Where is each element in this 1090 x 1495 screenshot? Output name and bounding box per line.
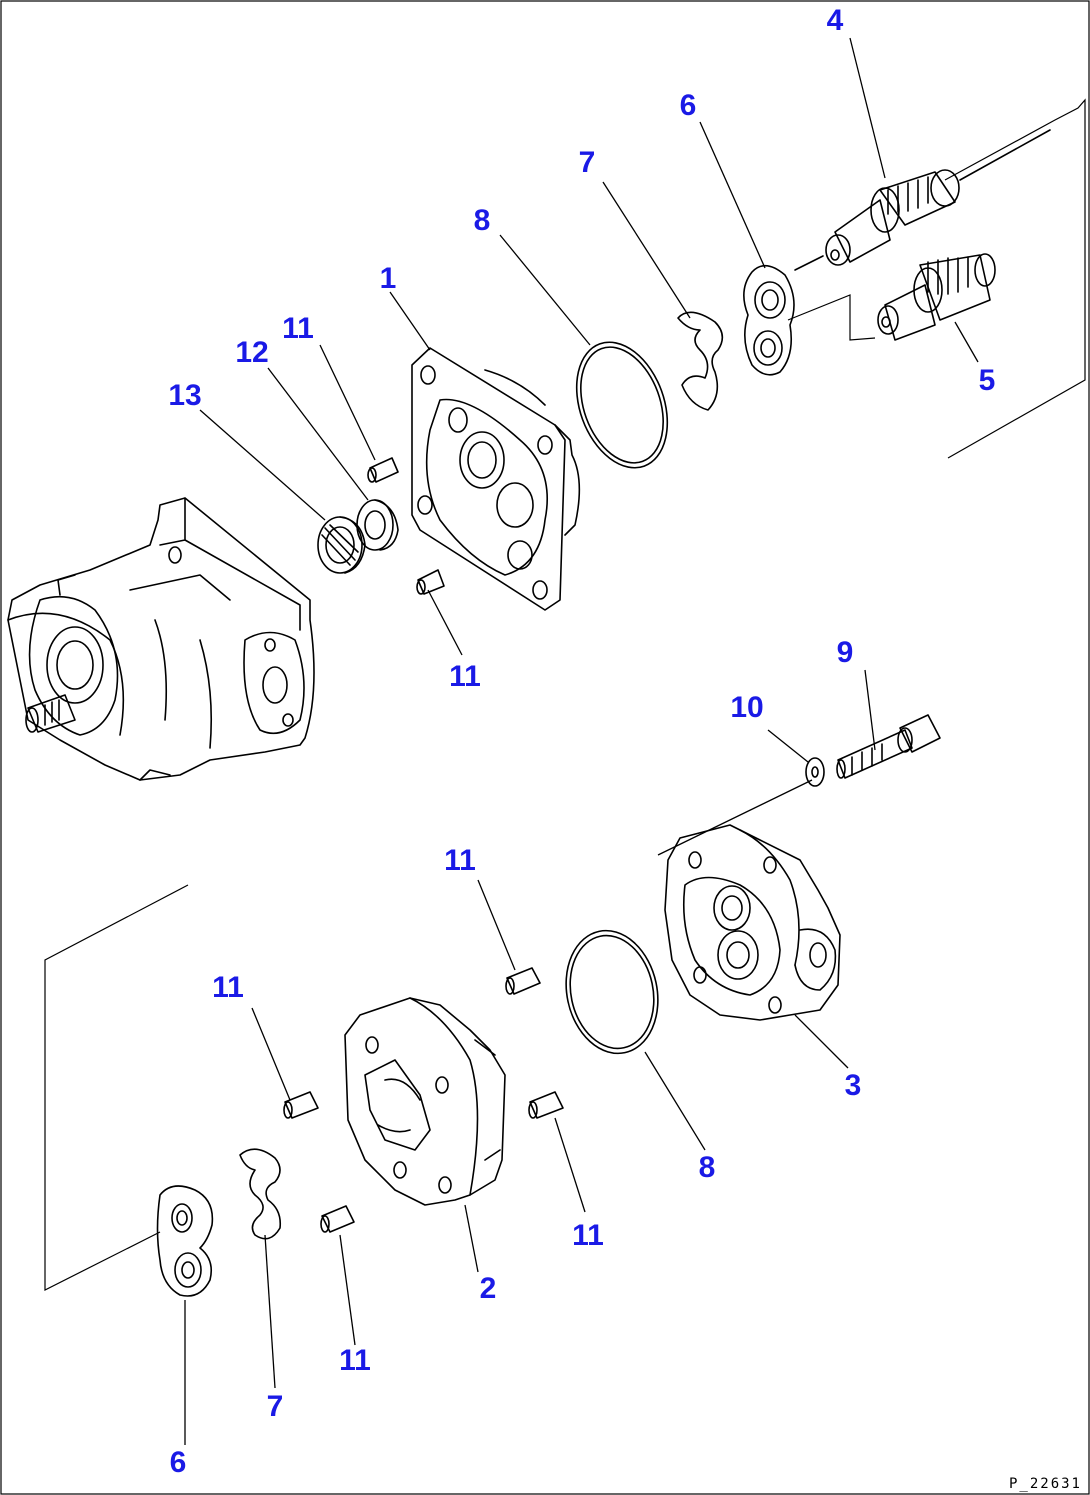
callout-9: 9: [837, 636, 854, 669]
part-9-bolt: [836, 714, 941, 779]
callout-8-upper: 8: [474, 204, 491, 237]
part-7-seal-lower: [239, 1148, 282, 1240]
part-11-pin-lower-a: [505, 967, 541, 995]
callout-1: 1: [380, 262, 397, 295]
callout-10: 10: [730, 691, 763, 724]
part-10-washer: [805, 757, 825, 787]
part-4-drive-gear: [794, 129, 1051, 271]
callout-6-lower: 6: [170, 1446, 187, 1479]
part-11-pin-lower-d: [320, 1205, 355, 1233]
part-7-seal-upper: [677, 311, 724, 411]
part-5-driven-gear: [877, 253, 996, 341]
part-11-pin-lower-b: [283, 1091, 319, 1119]
callout-11-lower-c: 11: [572, 1219, 604, 1252]
callout-3: 3: [845, 1069, 862, 1102]
callout-6-upper: 6: [680, 89, 697, 122]
callout-11-lower-b: 11: [212, 971, 244, 1004]
part-2-gear-case: [344, 997, 506, 1206]
part-6-bushing-plate-lower: [156, 1185, 214, 1297]
callout-2: 2: [480, 1272, 497, 1305]
callout-11-lower-d: 11: [339, 1344, 371, 1377]
part-3-rear-cover: [664, 824, 841, 1021]
leader-lines: [184, 37, 979, 1445]
section-boundary-top: [944, 98, 1086, 459]
part-8-oring-lower: [565, 929, 659, 1055]
callout-11-upper-a: 11: [282, 312, 314, 345]
part-13-bearing: [317, 516, 366, 574]
section-boundary-bottom: [44, 884, 189, 1291]
callout-11-upper-b: 11: [449, 660, 481, 693]
callout-7-upper: 7: [579, 146, 596, 179]
part-1-front-cover: [411, 347, 581, 611]
part-11-pin-upper-b: [416, 569, 445, 595]
callout-13: 13: [168, 379, 201, 412]
callout-4: 4: [827, 4, 844, 37]
drawing-reference-code: P_22631: [1009, 1476, 1082, 1492]
callout-labels: 1 2 3 4 5 6 6 7 7 8 8 9 10 11 11 11 11 1…: [168, 4, 995, 1479]
callout-7-lower: 7: [267, 1390, 284, 1423]
part-8-oring-upper: [575, 341, 669, 469]
pump-assembly-front: [7, 497, 315, 781]
part-12-washer: [356, 499, 399, 551]
callout-11-lower-a: 11: [444, 844, 476, 877]
part-11-pin-lower-c: [528, 1091, 564, 1119]
section-boundary-step: [787, 294, 876, 341]
part-11-pin-upper-a: [367, 457, 399, 483]
callout-12: 12: [235, 336, 268, 369]
callout-8-lower: 8: [699, 1151, 716, 1184]
part-6-bushing-plate-upper: [743, 264, 795, 376]
callout-5: 5: [979, 364, 996, 397]
